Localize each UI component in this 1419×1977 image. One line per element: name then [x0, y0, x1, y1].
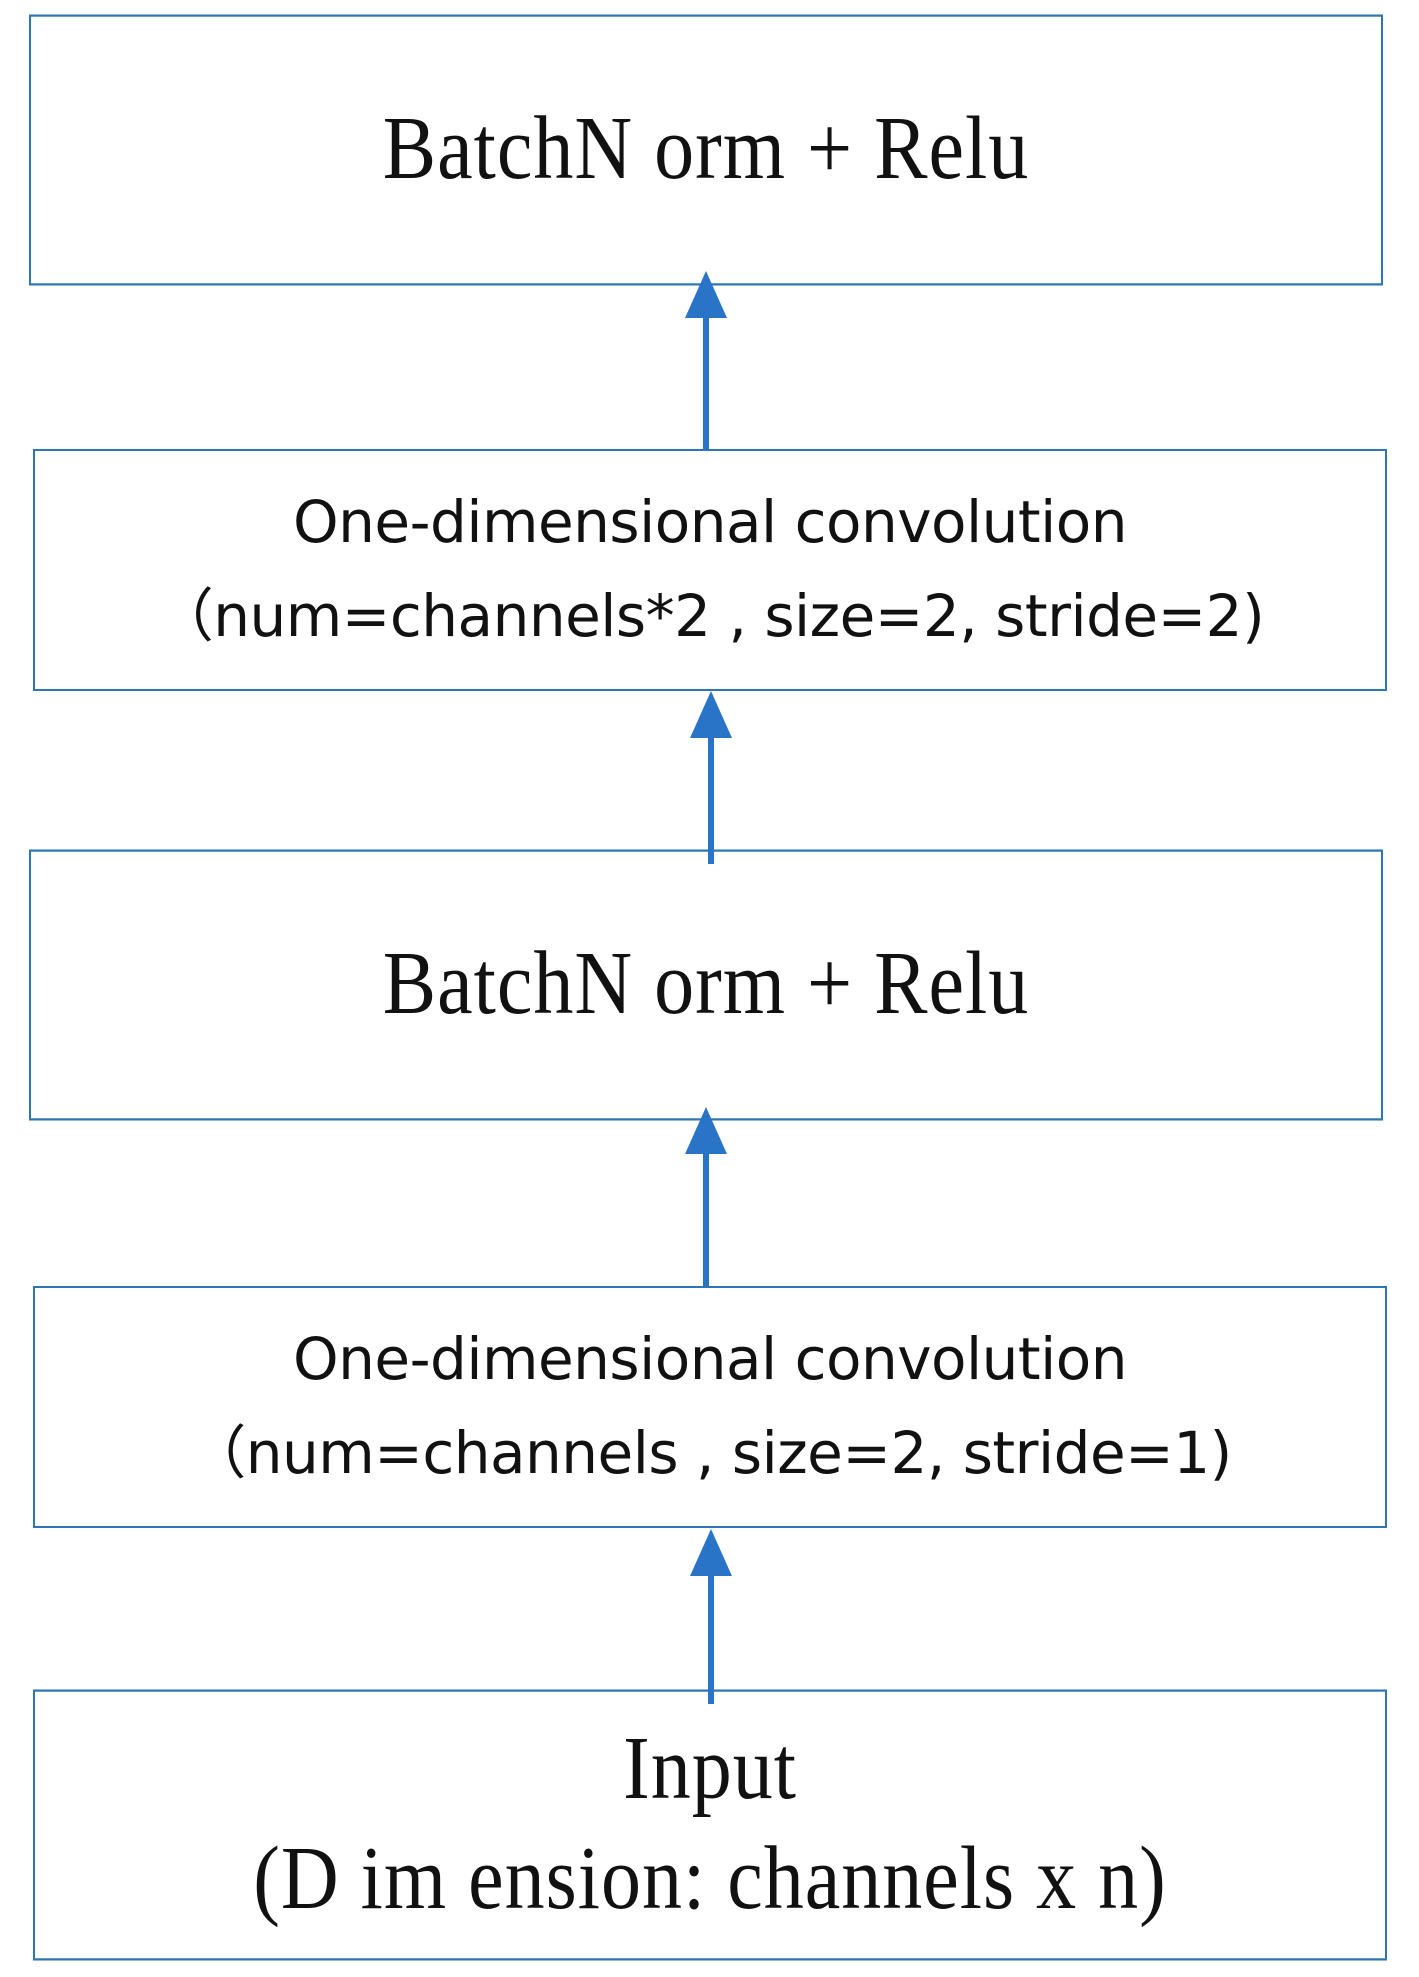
conv-stride-2-params: （num=channels*2 , size=2, stride=2) — [155, 582, 1265, 650]
batchnorm-relu-middle-box: BatchN orm + Relu — [29, 849, 1383, 1121]
conv-stride-1-box: One-dimensional convolution （num=channel… — [33, 1286, 1387, 1528]
conv-stride-1-params: （num=channels , size=2, stride=1) — [188, 1419, 1232, 1487]
batchnorm-relu-middle-label: BatchN orm + Relu — [382, 934, 1030, 1034]
arrow-batchnorm-middle-to-conv2 — [690, 691, 732, 864]
conv-stride-2-box: One-dimensional convolution （num=channel… — [33, 449, 1387, 691]
batchnorm-relu-top-box: BatchN orm + Relu — [29, 14, 1383, 286]
conv-stride-1-title: One-dimensional convolution — [293, 1325, 1128, 1394]
batchnorm-relu-top-label: BatchN orm + Relu — [382, 99, 1030, 199]
arrow-conv2-to-batchnorm-top — [685, 271, 727, 449]
conv-stride-2-title: One-dimensional convolution — [293, 488, 1128, 557]
input-box: Input (D im ension: channels x n) — [33, 1689, 1387, 1961]
arrow-input-to-conv1 — [690, 1529, 732, 1704]
arrow-conv1-to-batchnorm-middle — [685, 1107, 727, 1286]
input-dimension: (D im ension: channels x n) — [253, 1829, 1167, 1929]
input-title: Input — [623, 1720, 797, 1819]
